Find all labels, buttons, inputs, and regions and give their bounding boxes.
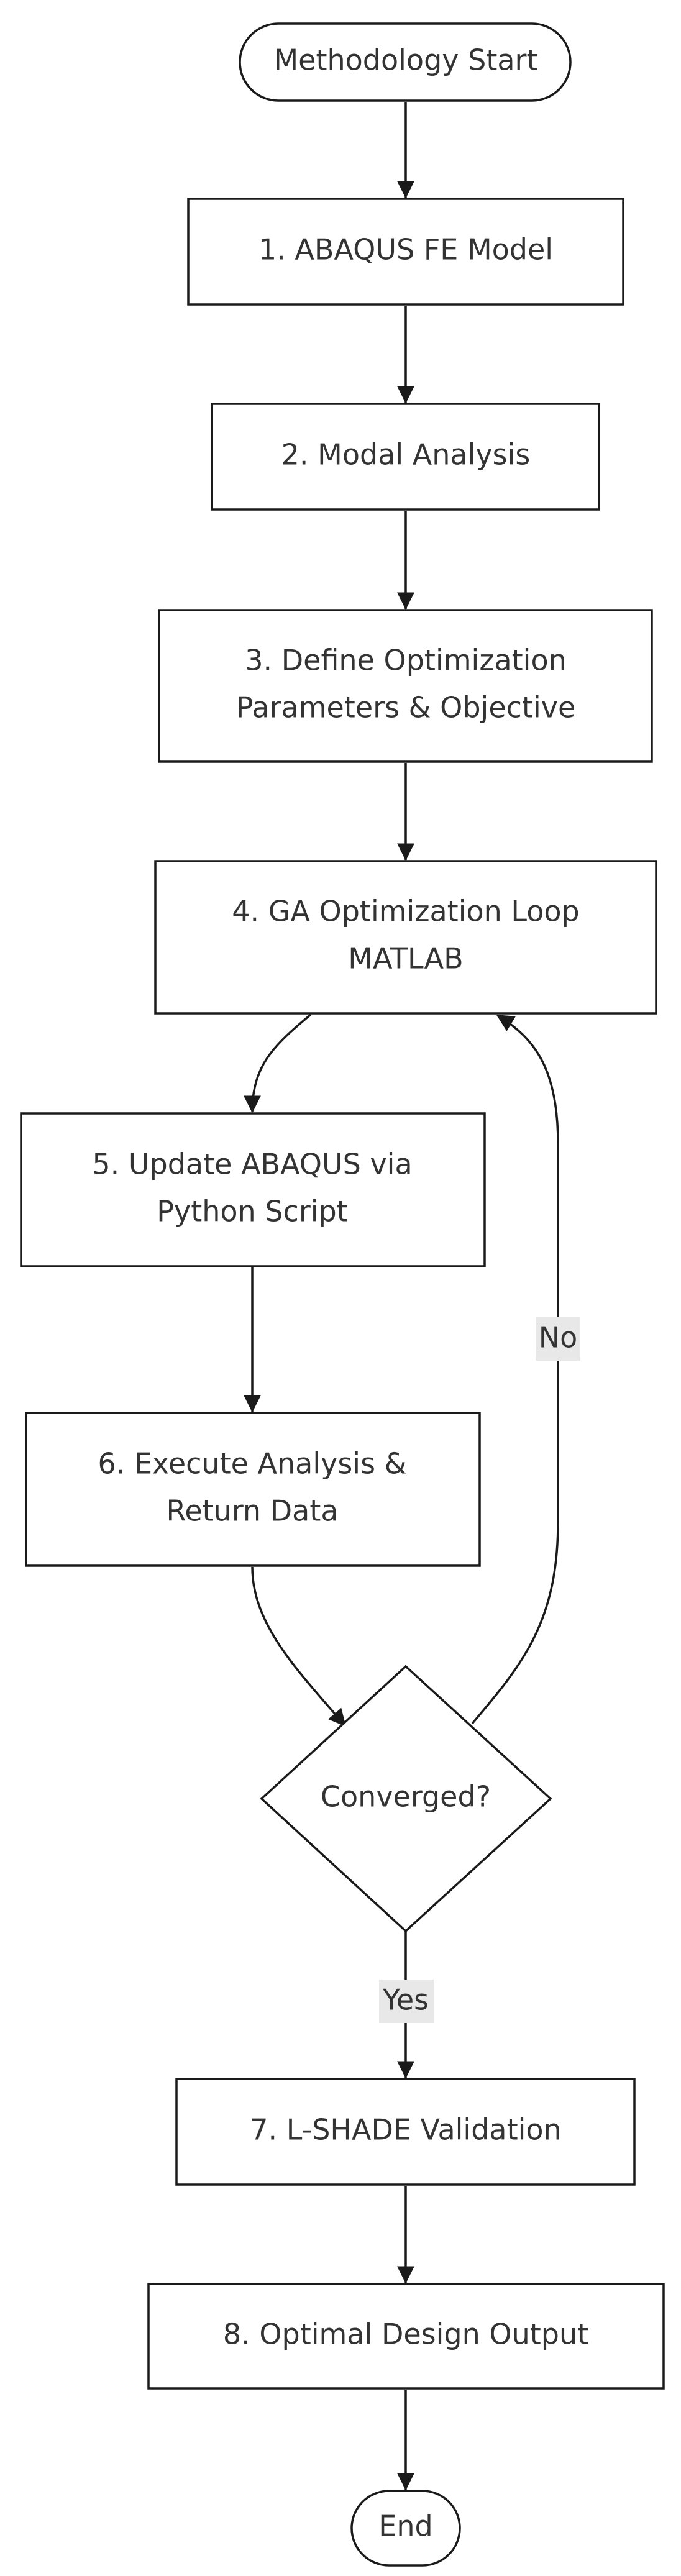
node-output-label: 8. Optimal Design Output xyxy=(223,2318,588,2351)
edge-ga-to-update xyxy=(244,1013,312,1113)
node-lshade: 7. L-SHADE Validation xyxy=(175,2078,636,2186)
node-update: 5. Update ABAQUS via Python Script xyxy=(20,1112,486,1267)
node-modal: 2. Modal Analysis xyxy=(211,403,600,511)
node-end-shape xyxy=(350,2490,461,2567)
node-fe-model: 1. ABAQUS FE Model xyxy=(187,198,624,306)
edge-label-no: No xyxy=(536,1317,580,1361)
node-execute-label-line1: 6. Execute Analysis & xyxy=(98,1447,406,1481)
node-modal-shape xyxy=(211,403,600,511)
node-update-label-line2: Python Script xyxy=(157,1195,348,1228)
node-define-label-line1: 3. Define Optimization xyxy=(245,644,567,677)
node-converged: Converged? xyxy=(260,1665,552,1933)
node-end-label: End xyxy=(378,2510,432,2543)
edge-label-no-bg xyxy=(536,1317,580,1361)
node-start: Methodology Start xyxy=(239,22,572,102)
edge-converged-no-to-ga xyxy=(471,1014,559,1725)
node-ga-loop-label-line1: 4. GA Optimization Loop xyxy=(232,895,579,928)
node-define-shape xyxy=(158,609,653,763)
node-modal-label: 2. Modal Analysis xyxy=(281,438,531,472)
edge-label-yes-text: Yes xyxy=(382,1983,429,2017)
edge-execute-to-converged xyxy=(251,1566,347,1727)
node-output-shape xyxy=(147,2283,665,2390)
node-output: 8. Optimal Design Output xyxy=(147,2283,665,2390)
node-fe-model-label: 1. ABAQUS FE Model xyxy=(258,233,553,267)
node-update-label-line1: 5. Update ABAQUS via xyxy=(92,1148,412,1181)
node-execute-label-line2: Return Data xyxy=(166,1494,338,1528)
node-lshade-shape xyxy=(175,2078,636,2186)
node-ga-loop: 4. GA Optimization Loop MATLAB xyxy=(154,860,657,1015)
node-ga-loop-label-line2: MATLAB xyxy=(348,942,463,975)
node-converged-label: Converged? xyxy=(321,1780,491,1814)
node-ga-loop-shape xyxy=(154,860,657,1015)
node-fe-model-shape xyxy=(187,198,624,306)
node-execute-shape xyxy=(25,1412,481,1567)
edge-label-yes-bg xyxy=(379,1980,434,2023)
node-converged-shape xyxy=(260,1665,552,1933)
node-update-shape xyxy=(20,1112,486,1267)
node-start-label: Methodology Start xyxy=(273,43,537,77)
node-execute: 6. Execute Analysis & Return Data xyxy=(25,1412,481,1567)
node-define: 3. Define Optimization Parameters & Obje… xyxy=(158,609,653,763)
node-define-label-line2: Parameters & Objective xyxy=(236,691,576,724)
node-end: End xyxy=(350,2490,461,2567)
node-start-shape xyxy=(239,22,572,102)
node-lshade-label: 7. L-SHADE Validation xyxy=(250,2113,561,2147)
edge-label-yes: Yes xyxy=(379,1980,434,2023)
edge-label-no-text: No xyxy=(539,1321,578,1354)
